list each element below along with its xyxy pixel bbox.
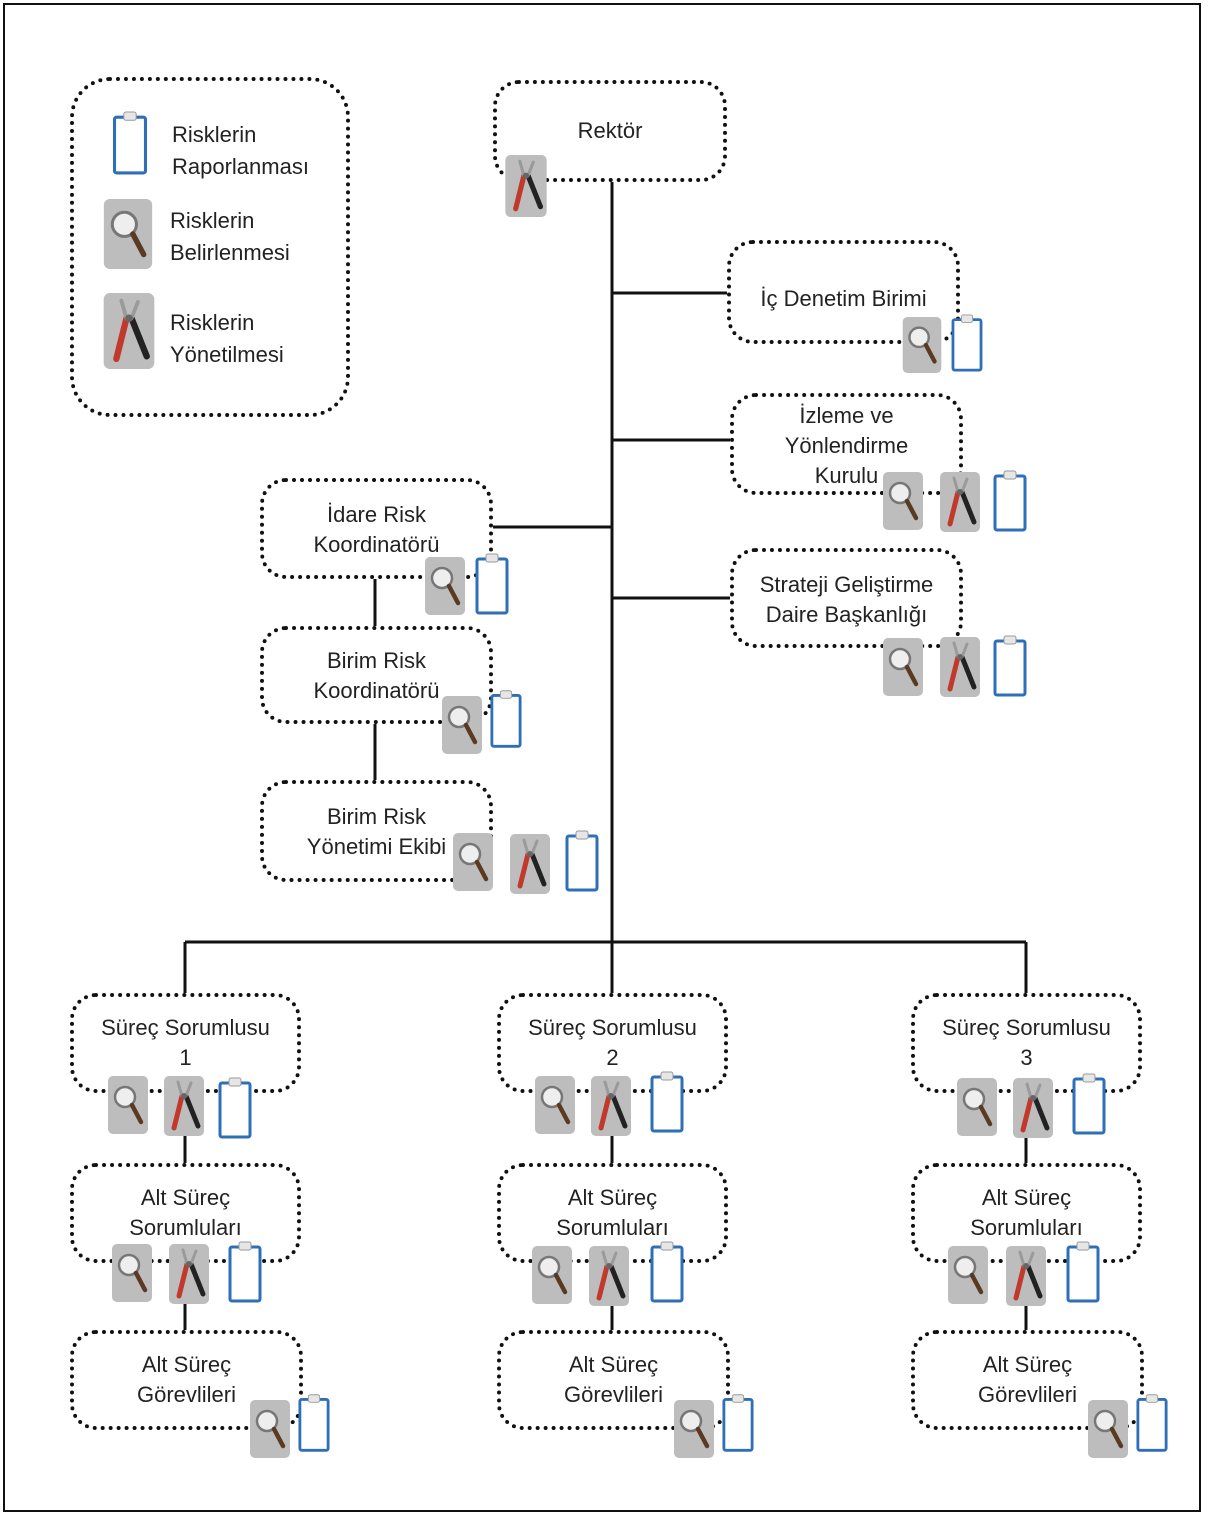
node-label: Alt Süreç xyxy=(982,1352,1073,1377)
node-label: Süreç Sorumlusu xyxy=(528,1015,697,1040)
node-label: Süreç Sorumlusu xyxy=(942,1015,1111,1040)
alt-sorumlu-1-magnifier-icon xyxy=(112,1244,152,1307)
node-label: İzleme ve xyxy=(799,403,894,428)
node-label: Alt Süreç xyxy=(567,1185,658,1210)
node-label: Alt Süreç xyxy=(140,1185,231,1210)
node-alt-gorevli-3: Alt Süreç Görevlileri xyxy=(911,1330,1144,1430)
node-label: 3 xyxy=(1020,1045,1033,1070)
alt-gorevli-2-magnifier-icon xyxy=(674,1400,714,1463)
surec-1-pliers-icon xyxy=(163,1076,205,1141)
node-label: Yönetimi Ekibi xyxy=(306,834,447,859)
surec-3-pliers-icon xyxy=(1012,1078,1054,1143)
strateji-clipboard-icon xyxy=(993,635,1027,702)
strateji-pliers-icon xyxy=(940,637,980,702)
node-label: Daire Başkanlığı xyxy=(765,602,928,627)
node-label: Görevlileri xyxy=(977,1382,1078,1407)
surec-2-clipboard-icon xyxy=(650,1070,684,1139)
node-label: Yönlendirme xyxy=(784,433,909,458)
surec-2-pliers-icon xyxy=(590,1076,632,1141)
alt-sorumlu-1-pliers-icon xyxy=(168,1244,210,1309)
node-izleme: İzleme ve Yönlendirme Kurulu xyxy=(730,393,963,495)
node-label: Birim Risk xyxy=(327,804,426,829)
strateji-magnifier-icon xyxy=(883,638,923,701)
node-label: İdare Risk xyxy=(326,502,427,527)
node-label: Koordinatörü xyxy=(313,678,440,703)
node-label: 1 xyxy=(179,1045,192,1070)
node-alt-sorumlu-1: Alt Süreç Sorumluları xyxy=(70,1163,301,1263)
ic-denetim-clipboard-icon xyxy=(950,314,984,377)
ic-denetim-magnifier-icon xyxy=(902,317,942,378)
node-label: 2 xyxy=(606,1045,619,1070)
node-label: Sorumluları xyxy=(556,1215,669,1240)
node-label: Sorumluları xyxy=(970,1215,1083,1240)
alt-sorumlu-2-pliers-icon xyxy=(588,1246,630,1311)
node-label: İç Denetim Birimi xyxy=(760,286,927,311)
surec-2-magnifier-icon xyxy=(535,1076,575,1139)
alt-sorumlu-3-clipboard-icon xyxy=(1066,1240,1100,1309)
legend-clipboard-icon xyxy=(104,111,156,180)
node-label: Sorumluları xyxy=(129,1215,242,1240)
alt-sorumlu-2-magnifier-icon xyxy=(532,1246,572,1309)
alt-sorumlu-3-pliers-icon xyxy=(1005,1246,1047,1311)
surec-3-clipboard-icon xyxy=(1072,1072,1106,1141)
alt-gorevli-3-clipboard-icon xyxy=(1136,1393,1168,1458)
birim-ekip-magnifier-icon xyxy=(453,833,493,896)
legend-pliers-icon xyxy=(100,293,158,374)
alt-gorevli-1-clipboard-icon xyxy=(298,1393,330,1458)
idare-magnifier-icon xyxy=(425,557,465,620)
node-label: Rektör xyxy=(577,118,643,143)
izleme-clipboard-icon xyxy=(993,470,1027,537)
legend-magnifier-icon xyxy=(102,199,154,274)
diagram-frame xyxy=(3,3,1201,1512)
node-label: Görevlileri xyxy=(563,1382,664,1407)
rektor-pliers-icon xyxy=(505,155,547,222)
surec-1-magnifier-icon xyxy=(108,1076,148,1139)
node-label: Alt Süreç xyxy=(981,1185,1072,1210)
alt-gorevli-1-magnifier-icon xyxy=(250,1400,290,1463)
node-label: Strateji Geliştirme xyxy=(759,572,934,597)
node-birim-ekip: Birim Risk Yönetimi Ekibi xyxy=(260,780,493,882)
alt-sorumlu-3-magnifier-icon xyxy=(948,1246,988,1309)
surec-3-magnifier-icon xyxy=(957,1078,997,1141)
idare-clipboard-icon xyxy=(475,553,509,620)
birim-koord-clipboard-icon xyxy=(490,688,522,755)
node-label: Koordinatörü xyxy=(313,532,440,557)
node-surec-3: Süreç Sorumlusu 3 xyxy=(911,993,1142,1093)
node-strateji: Strateji Geliştirme Daire Başkanlığı xyxy=(730,548,963,648)
node-label: Alt Süreç xyxy=(568,1352,659,1377)
birim-koord-magnifier-icon xyxy=(442,696,482,759)
birim-ekip-pliers-icon xyxy=(510,834,550,899)
surec-1-clipboard-icon xyxy=(218,1076,252,1145)
node-label: Birim Risk xyxy=(327,648,426,673)
node-label: Görevlileri xyxy=(136,1382,237,1407)
alt-sorumlu-2-clipboard-icon xyxy=(650,1240,684,1309)
birim-ekip-clipboard-icon xyxy=(565,828,599,899)
alt-sorumlu-1-clipboard-icon xyxy=(228,1240,262,1309)
node-label: Kurulu xyxy=(814,463,879,488)
izleme-pliers-icon xyxy=(940,472,980,537)
alt-gorevli-3-magnifier-icon xyxy=(1088,1400,1128,1463)
izleme-magnifier-icon xyxy=(883,472,923,535)
alt-gorevli-2-clipboard-icon xyxy=(722,1393,754,1458)
node-label: Alt Süreç xyxy=(141,1352,232,1377)
node-label: Süreç Sorumlusu xyxy=(101,1015,270,1040)
